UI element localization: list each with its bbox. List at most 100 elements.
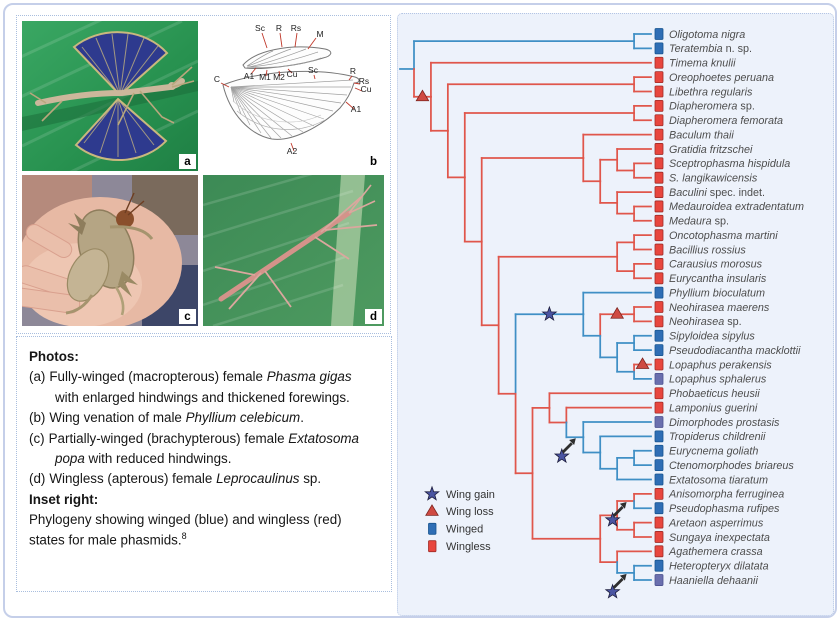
species-label-suffix: n. sp.: [723, 43, 752, 55]
species-label-suffix: sp.: [712, 216, 729, 228]
caption-text-run: Phylogeny showing winged (blue) and wing…: [29, 512, 342, 548]
hindwing-vein: [230, 86, 315, 127]
species-label: Phobaeticus heusii: [669, 388, 760, 400]
species-label-suffix: sp.: [737, 101, 754, 113]
species-label: Dimorphodes prostasis: [669, 417, 780, 429]
tip-state-square: [654, 85, 664, 98]
wing-gain-star: [604, 511, 621, 527]
species-label: Libethra regularis: [669, 86, 753, 98]
gain-arrow-head: [619, 502, 627, 509]
tip-state-square: [654, 559, 664, 572]
species-label: Phyllium bioculatum: [669, 287, 765, 299]
caption-text-run: sp.: [299, 471, 322, 487]
leader-line: [279, 32, 283, 48]
vein-label: M2: [273, 72, 285, 82]
tip-state-square: [654, 329, 664, 342]
caption-text-run: 8: [181, 531, 187, 542]
tip-state-square: [654, 286, 664, 299]
photo-wingless-stick-insect: d: [203, 175, 384, 326]
tip-state-square: [654, 487, 664, 500]
species-label: Oreophoetes peruana: [669, 72, 774, 84]
wing-gain-star: [541, 305, 558, 321]
caption-text-run: .: [300, 410, 304, 426]
gain-arrow-shaft: [561, 442, 573, 454]
vein-label: Cu: [361, 84, 372, 94]
species-label: S. langikawicensis: [669, 173, 758, 185]
tip-state-square: [654, 200, 664, 213]
tip-state-square: [654, 531, 664, 543]
leader-line: [261, 32, 268, 49]
hindwing-vein: [230, 79, 354, 88]
photo-c-image: [22, 175, 198, 326]
vein-label: M: [316, 29, 323, 39]
tip-state-square: [654, 128, 664, 141]
caption-text-run: Phasma gigas: [266, 369, 352, 385]
tree-branches: [399, 33, 652, 581]
tip-state-square: [654, 545, 664, 558]
hindwing-vein: [230, 86, 242, 115]
caption-text-run: Extatosoma popa: [55, 430, 359, 466]
species-label: Aretaon asperrimus: [668, 517, 764, 529]
hindwing-vein: [230, 86, 325, 120]
tip-state-square: [654, 243, 664, 256]
vein-label: Rs: [291, 23, 301, 33]
species-label: Haaniella dehaanii: [669, 575, 758, 587]
hindwing-vein: [230, 86, 304, 133]
leader-line: [294, 32, 298, 48]
species-label: Pseudodiacantha macklottii: [669, 345, 801, 357]
insect-upper-wing: [72, 31, 169, 97]
tip-state-square: [654, 157, 664, 170]
tip-state-square: [654, 114, 664, 127]
photo-winged-phasma: a: [22, 21, 198, 171]
species-label-suffix: sp.: [724, 316, 741, 328]
tip-state-square: [654, 214, 664, 227]
forewing-veins: [246, 48, 322, 68]
insect-body: [29, 66, 195, 126]
wing-gain-star: [553, 447, 570, 464]
photo-a-letter: a: [179, 154, 196, 169]
caption-text-run: Wingless (apterous) female: [49, 471, 217, 487]
wing-gain-star: [424, 485, 440, 501]
photo-insect-in-hand: c: [22, 175, 198, 326]
caption-text-run: with reduced hindwings.: [84, 450, 232, 466]
vein-label: C: [214, 74, 220, 84]
hindwing-outline: [222, 71, 360, 140]
caption-item: (a)Fully-winged (macropterous) female Ph…: [29, 367, 379, 408]
species-label-suffix: spec. indet.: [707, 187, 765, 199]
hindwing-vein: [230, 86, 251, 126]
photo-c-letter: c: [179, 309, 196, 324]
legend-label: Winged: [446, 524, 483, 536]
hindwing-vein: [230, 86, 235, 103]
tip-state-square: [654, 28, 664, 40]
leader-line: [265, 69, 268, 77]
tip-state-square: [654, 473, 664, 486]
caption-item: (c)Partially-winged (brachypterous) fema…: [29, 429, 379, 470]
legend-label: Wingless: [446, 541, 491, 553]
caption-items: (a)Fully-winged (macropterous) female Ph…: [29, 367, 379, 489]
leader-line: [220, 82, 230, 88]
tip-state-square: [654, 502, 664, 515]
species-label: Oligotoma nigra: [669, 29, 745, 41]
vein-label: Rs: [359, 76, 369, 86]
vein-label: R: [276, 23, 282, 33]
hindwing-vein: [230, 86, 272, 139]
tip-state-square: [654, 574, 664, 586]
insect-lower-wing: [74, 97, 168, 161]
photos-box: a: [16, 15, 391, 334]
leader-line: [250, 67, 257, 75]
tip-state-square: [654, 186, 664, 198]
caption-text-run: Partially-winged (brachypterous) female: [48, 430, 289, 446]
photo-b-letter: b: [365, 154, 382, 169]
species-label: Lamponius guerini: [669, 402, 758, 414]
species-label: Pseudophasma rufipes: [669, 503, 780, 515]
species-label: Lopaphus perakensis: [669, 359, 772, 371]
tip-state-square: [654, 301, 664, 313]
leader-line: [354, 87, 363, 92]
leader-line: [278, 70, 281, 77]
tip-state-square: [654, 401, 664, 414]
wing-loss-triangle: [425, 504, 439, 516]
caption-item-tag: (a): [29, 369, 46, 385]
species-label: Eurycnema goliath: [669, 446, 758, 458]
species-label: Bacillius rossius: [669, 244, 746, 256]
